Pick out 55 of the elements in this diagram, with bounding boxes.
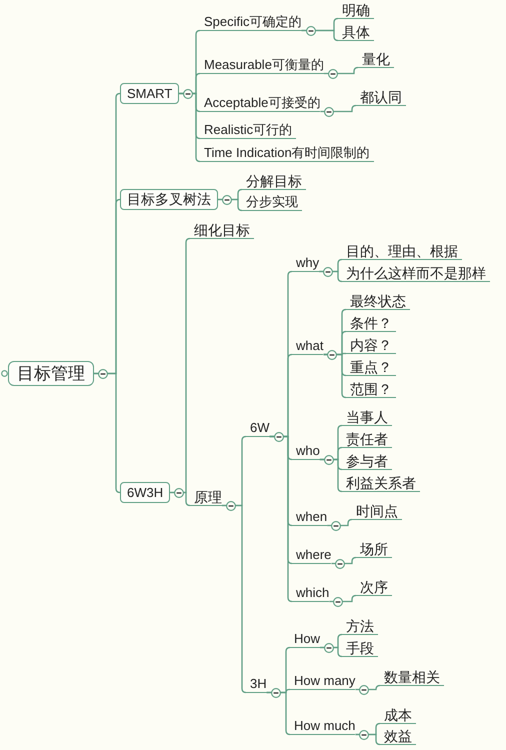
subtopic-label: 原理 xyxy=(190,489,222,506)
subtopic-label: 责任者 xyxy=(342,431,392,448)
topic-box: 6W3H xyxy=(120,482,170,503)
subtopic-label: 具体 xyxy=(338,24,374,41)
connector-line xyxy=(320,458,343,492)
subtopic-label: 方法 xyxy=(342,618,378,635)
subtopic-label: what xyxy=(292,338,324,355)
connector-line xyxy=(222,504,247,694)
connector-line xyxy=(94,372,121,494)
subtopic-label: 明确 xyxy=(338,2,374,19)
subtopic-label: 分步实现 xyxy=(242,194,302,211)
subtopic-label: Realistic可行的 xyxy=(200,122,296,139)
subtopic-label: How much xyxy=(290,718,356,735)
subtopic-label: Specific可确定的 xyxy=(200,14,302,31)
connector-line xyxy=(179,92,201,162)
subtopic-label: 内容？ xyxy=(346,337,396,354)
subtopic-label: 场所 xyxy=(356,541,392,558)
subtopic-label: 3H xyxy=(246,676,267,693)
subtopic-label: How many xyxy=(290,673,356,690)
subtopic-label: 数量相关 xyxy=(380,669,444,686)
topic-box: 目标多叉树法 xyxy=(120,189,218,210)
connector-line xyxy=(323,354,347,398)
subtopic-label: 量化 xyxy=(358,51,394,68)
subtopic-label: 时间点 xyxy=(352,503,402,520)
subtopic-label: 当事人 xyxy=(342,409,392,426)
subtopic-label: 范围？ xyxy=(346,381,396,398)
subtopic-label: 细化目标 xyxy=(190,222,254,239)
subtopic-label: 次序 xyxy=(356,579,392,596)
subtopic-label: Time Indication有时间限制的 xyxy=(200,145,374,162)
subtopic-label: 都认同 xyxy=(356,89,406,106)
subtopic-label: 分解目标 xyxy=(242,173,306,190)
connector-line xyxy=(270,436,293,602)
topic-box: SMART xyxy=(120,83,180,104)
subtopic-label: Acceptable可接受的 xyxy=(200,95,320,112)
subtopic-label: 效益 xyxy=(380,728,416,745)
subtopic-label: when xyxy=(292,509,328,526)
subtopic-label: where xyxy=(292,547,332,564)
subtopic-label: 手段 xyxy=(342,640,378,657)
subtopic-label: which xyxy=(292,585,330,602)
subtopic-label: who xyxy=(292,443,320,460)
subtopic-label: 参与者 xyxy=(342,453,392,470)
subtopic-label: 目的、理由、根据 xyxy=(342,243,462,260)
subtopic-label: 重点？ xyxy=(346,359,396,376)
subtopic-label: why xyxy=(292,255,320,272)
subtopic-label: 6W xyxy=(246,420,270,437)
subtopic-label: 条件？ xyxy=(346,315,396,332)
connector-line xyxy=(302,30,339,42)
subtopic-label: How xyxy=(290,631,320,648)
subtopic-label: Measurable可衡量的 xyxy=(200,57,324,74)
subtopic-label: 成本 xyxy=(380,707,416,724)
subtopic-label: 为什么这样而不是那样 xyxy=(342,265,490,282)
subtopic-label: 利益关系者 xyxy=(342,475,420,492)
central-topic-box: 目标管理 xyxy=(8,361,94,386)
subtopic-label: 最终状态 xyxy=(346,293,410,310)
connector-line xyxy=(266,692,291,736)
